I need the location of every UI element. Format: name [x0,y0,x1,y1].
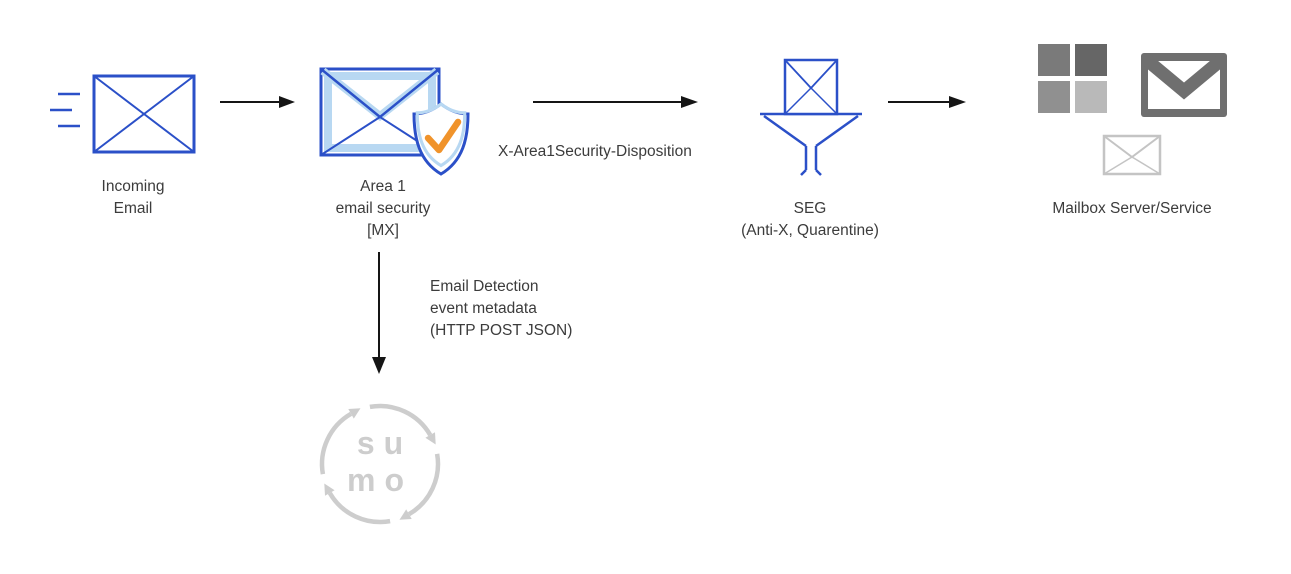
incoming-email-icon [50,74,196,154]
disposition-header-label: X-Area1Security-Disposition [498,143,692,160]
mailbox-label: Mailbox Server/Service [1052,200,1212,217]
speed-lines [50,92,80,128]
shield-icon [412,102,470,176]
area1-email-security-icon [319,67,470,176]
seg-funnel-icon [760,58,862,176]
sumo-logo-text: su mo [347,425,413,498]
seg-envelope-icon [783,58,839,116]
arrow-area1-to-sumo [372,252,386,374]
arrow-area1-to-seg [533,96,698,108]
incoming-email-label: Incoming Email [101,178,165,217]
sumo-logic-logo-icon [319,403,441,525]
small-envelope-icon [1102,134,1162,176]
arrow-incoming-to-area1 [220,96,295,108]
area1-label: Area 1 email security [MX] [335,178,431,239]
gmail-icon [1141,53,1227,117]
arrow-seg-to-mailbox [888,96,966,108]
checkmark-icon [424,118,462,154]
metadata-label: Email Detection event metadata (HTTP POS… [430,278,573,339]
microsoft-logo-icon [1038,44,1107,113]
seg-label: SEG (Anti-X, Quarentine) [741,200,879,239]
